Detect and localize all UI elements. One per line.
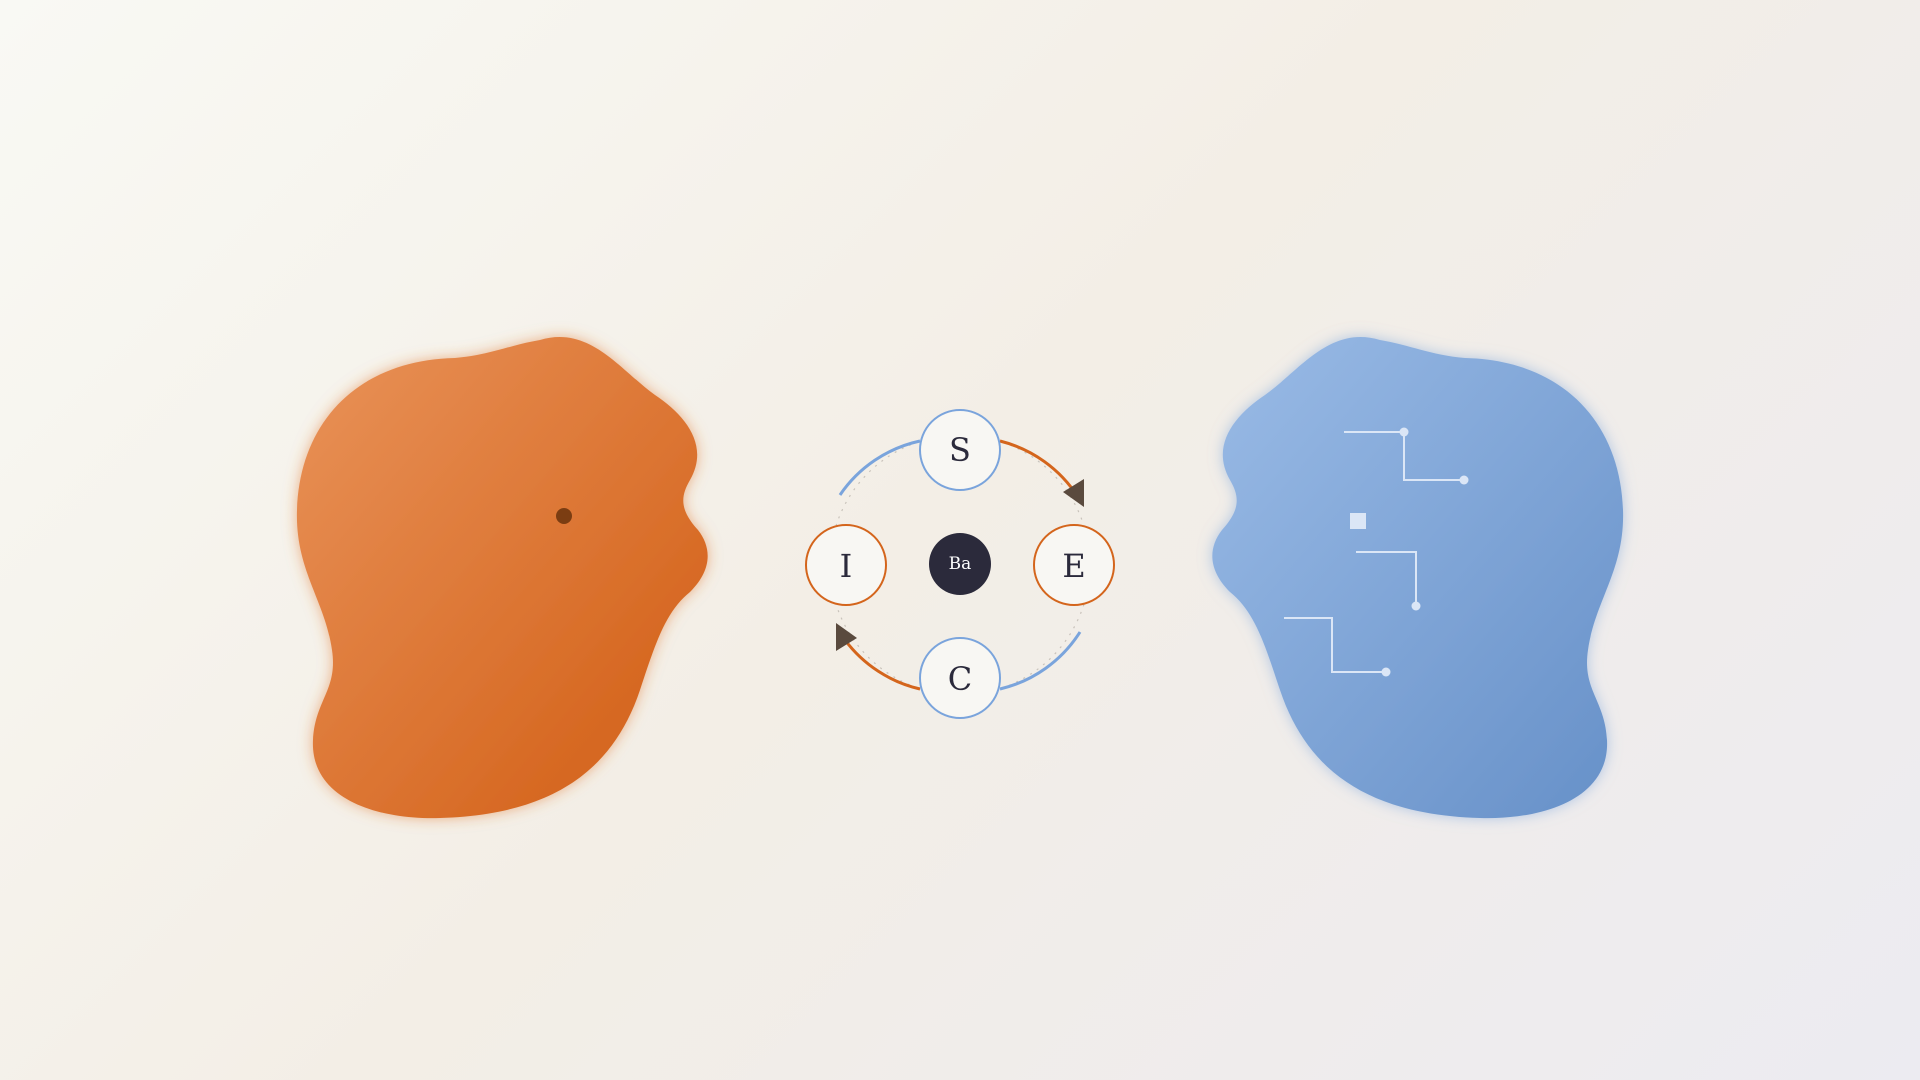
arrowhead-lower-left: [836, 623, 857, 651]
arrowhead-upper-right: [1063, 479, 1084, 507]
arc-e-to-c: [999, 631, 1082, 691]
orange-head-icon: [296, 337, 708, 819]
hub-ba: Ba: [929, 533, 991, 595]
node-s: S: [919, 409, 1001, 491]
node-i-label: I: [840, 547, 853, 585]
orange-head-eye: [556, 508, 572, 524]
node-c-label: C: [948, 660, 972, 698]
node-e: E: [1033, 524, 1115, 606]
node-i: I: [805, 524, 887, 606]
seci-cycle: S E C I Ba: [805, 409, 1115, 719]
arc-i-to-s: [838, 439, 921, 496]
node-s-label: S: [949, 431, 971, 469]
circuit-nodes: [1350, 427, 1469, 677]
orange-head-silhouette: [296, 337, 708, 819]
circuit-traces: [1284, 431, 1464, 673]
hub-label: Ba: [949, 554, 972, 574]
arc-c-to-i: [843, 639, 921, 691]
node-c: C: [919, 637, 1001, 719]
blue-head-silhouette: [1212, 337, 1624, 819]
blue-circuit-head-icon: [1212, 337, 1624, 819]
arc-s-to-e: [999, 439, 1080, 498]
node-e-label: E: [1062, 547, 1085, 585]
